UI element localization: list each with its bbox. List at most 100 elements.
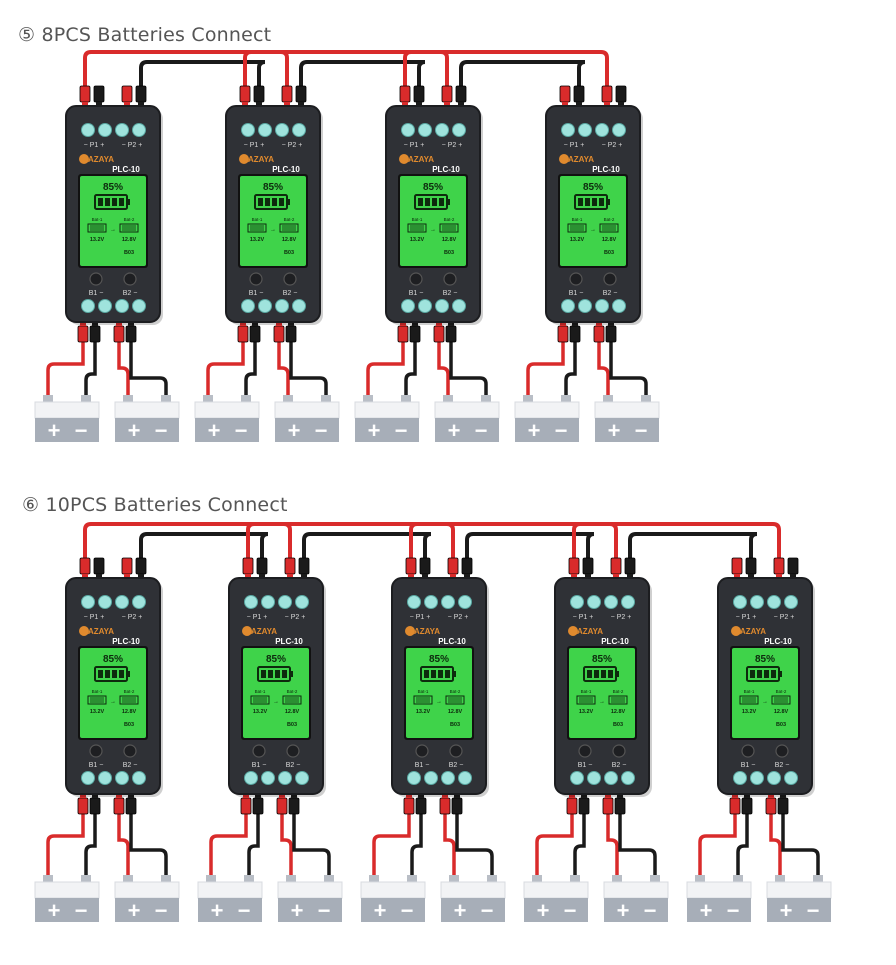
terminal-icon (98, 771, 112, 785)
connector-plug (413, 85, 425, 103)
minus-symbol: − (155, 418, 168, 443)
battery-bar (438, 670, 443, 678)
wire-connector (569, 322, 581, 343)
terminal-icon (561, 123, 575, 137)
connector-plug (573, 85, 585, 103)
connector-cap (96, 574, 102, 578)
plus-symbol: + (448, 418, 461, 443)
terminal-icon (612, 123, 626, 137)
battery-case (515, 418, 579, 442)
red-battery-wire (769, 804, 782, 876)
connector-plug (399, 85, 411, 103)
percent-readout: 85% (429, 654, 449, 665)
p1-label: − P1 + (244, 142, 265, 149)
red-battery-wire (606, 804, 619, 876)
battery-icon (739, 695, 759, 705)
terminal-icon (115, 771, 129, 785)
connector-cap (572, 322, 578, 326)
wire-connector (455, 85, 467, 106)
black-battery-wire (449, 332, 488, 396)
connector-plug (125, 797, 137, 815)
terminal-icon (278, 771, 292, 785)
minus-symbol: − (401, 898, 414, 923)
azaya-logo-icon (399, 154, 409, 164)
connector-cap (287, 574, 293, 578)
terminal-icon (115, 299, 129, 313)
wire-connector (566, 794, 578, 815)
connector-plug (409, 325, 421, 343)
terminal-icon (733, 771, 747, 785)
arrow-icon: → (110, 227, 116, 233)
terminal-icon (81, 595, 95, 609)
battery-tip (127, 671, 130, 677)
red-battery-wire (443, 804, 456, 876)
black-battery-wire (564, 332, 577, 396)
connector-plug (729, 797, 741, 815)
battery-tip (127, 199, 130, 205)
battery-case (355, 418, 419, 442)
connector-plug (273, 325, 285, 343)
black-battery-wire (736, 804, 749, 876)
wire-connector (237, 322, 249, 343)
battery-case (115, 418, 179, 442)
bat1-voltage: 13.2V (90, 709, 105, 715)
terminal-icon (587, 595, 601, 609)
black-battery-wire (247, 804, 260, 876)
model-label: PLC-10 (601, 637, 629, 646)
percent-readout: 85% (266, 654, 286, 665)
connector-cap (82, 574, 88, 578)
battery-bar (764, 670, 769, 678)
connector-plug (568, 557, 580, 575)
terminal-icon (261, 771, 275, 785)
status-code: B03 (604, 250, 614, 256)
connector-plug (135, 557, 147, 575)
battery-bar (98, 670, 103, 678)
minus-symbol: − (238, 898, 251, 923)
wire-connector (93, 557, 105, 578)
connector-plug (285, 325, 297, 343)
p2-label: − P2 + (611, 614, 632, 621)
battery-post (161, 395, 171, 403)
battery-post (321, 395, 331, 403)
connector-plug (242, 557, 254, 575)
connector-plug (602, 797, 614, 815)
bat2-voltage: 12.8V (122, 709, 137, 715)
connector-cap (422, 574, 428, 578)
battery-post (43, 395, 53, 403)
connector-cap (400, 322, 406, 326)
connector-cap (436, 322, 442, 326)
battery-post (81, 875, 91, 883)
battery-unit: +− (594, 395, 660, 443)
terminal-icon (244, 771, 258, 785)
wire-connector (113, 794, 125, 815)
bat1-voltage: 13.2V (90, 237, 105, 243)
connector-plug (298, 557, 310, 575)
terminal-icon (258, 123, 272, 137)
connector-cap (618, 102, 624, 106)
b1-label: B1 − (409, 290, 424, 297)
minus-symbol: − (395, 418, 408, 443)
battery-unit: +− (194, 395, 260, 443)
knob-icon (409, 272, 423, 286)
model-label: PLC-10 (272, 165, 300, 174)
lcd-screen (400, 176, 466, 266)
battery-bar (431, 670, 436, 678)
p1-label: − P1 + (247, 614, 268, 621)
brand-label: AZAYA (577, 627, 603, 636)
wire-connector (573, 85, 585, 106)
plus-symbol: + (291, 898, 304, 923)
black-battery-wire (129, 332, 168, 396)
knob-icon (286, 744, 300, 758)
section-title-10pcs: ⑥ 10PCS Batteries Connect (22, 494, 288, 516)
red-battery-wire (366, 332, 405, 396)
battery-post (363, 395, 373, 403)
battery-post (733, 875, 743, 883)
connector-cap (279, 794, 285, 798)
connector-plug (77, 325, 89, 343)
red-battery-wire (437, 332, 450, 396)
wire-connector (773, 557, 785, 578)
battery-unit: +− (523, 875, 589, 923)
connector-cap (458, 102, 464, 106)
bat2-label: Bat-2 (450, 689, 461, 694)
